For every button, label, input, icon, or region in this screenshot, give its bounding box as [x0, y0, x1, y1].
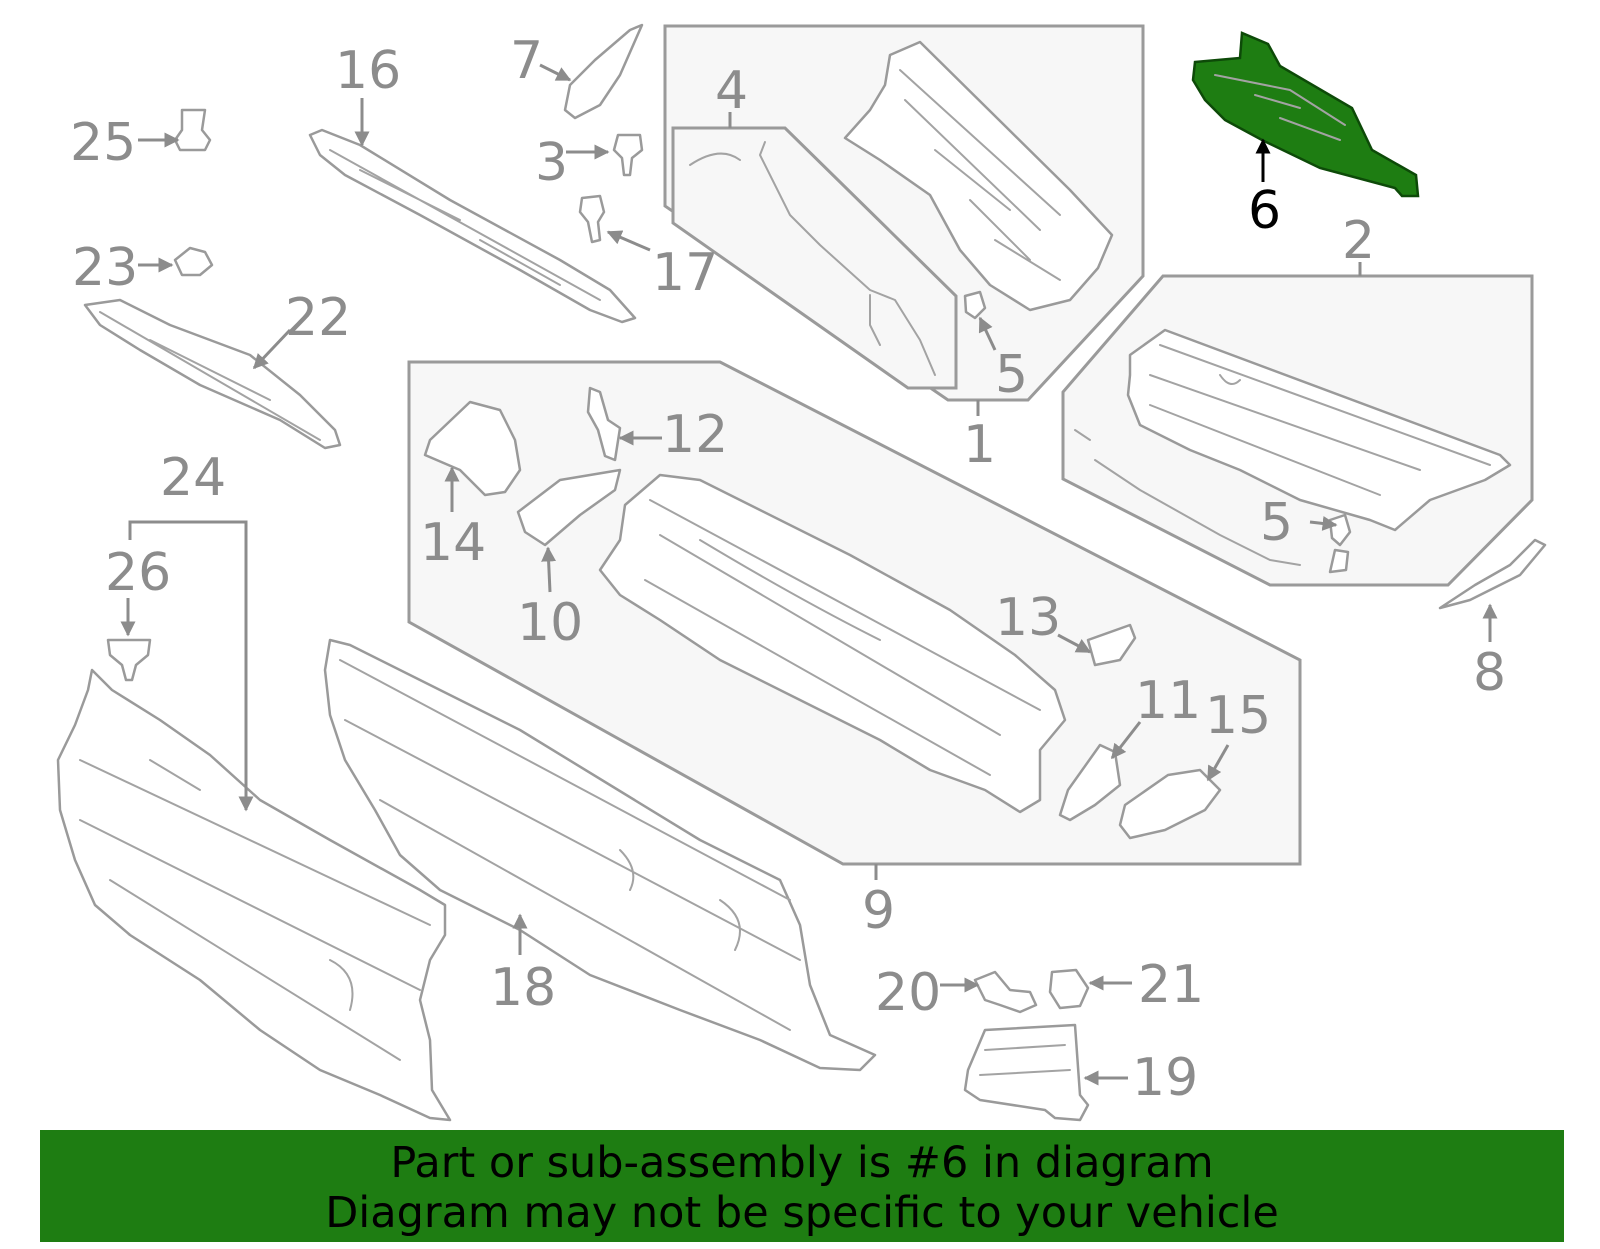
part-2-hose — [1074, 429, 1301, 566]
label-3: 3 — [535, 133, 568, 193]
part-3-clip[interactable] — [612, 133, 644, 177]
part-22-detail — [99, 311, 321, 441]
part-1-detail — [899, 69, 1061, 281]
leader-15 — [1206, 744, 1230, 782]
label-14: 14 — [420, 513, 486, 573]
leader-13 — [1057, 633, 1092, 654]
label-17: 17 — [652, 243, 718, 303]
label-5b: 5 — [1260, 493, 1293, 553]
part-5-plug-a[interactable] — [963, 290, 987, 320]
part-8[interactable] — [1438, 538, 1547, 610]
label-21: 21 — [1138, 955, 1204, 1015]
label-4: 4 — [715, 61, 748, 121]
leader-10 — [541, 546, 557, 593]
label-26: 26 — [105, 543, 171, 603]
label-9: 9 — [862, 881, 895, 941]
part-24-insulator[interactable] — [56, 668, 452, 1122]
part-14[interactable] — [423, 400, 522, 497]
part-2-detail — [1149, 344, 1491, 496]
part-19-detail — [979, 1044, 1071, 1076]
leader-5b — [1309, 516, 1338, 531]
label-15: 15 — [1205, 686, 1271, 746]
label-10: 10 — [517, 593, 583, 653]
label-13: 13 — [995, 588, 1061, 648]
label-2: 2 — [1342, 211, 1375, 271]
label-8: 8 — [1473, 643, 1506, 703]
label-19: 19 — [1132, 1048, 1198, 1108]
label-25: 25 — [70, 113, 136, 173]
part-7[interactable] — [563, 23, 644, 120]
label-20: 20 — [875, 963, 941, 1023]
label-6-highlighted: 6 — [1248, 181, 1281, 241]
part-16-detail — [329, 149, 601, 301]
part-13[interactable] — [1086, 623, 1137, 667]
label-16: 16 — [335, 41, 401, 101]
info-banner: Part or sub-assembly is #6 in diagram Di… — [40, 1130, 1564, 1242]
leader-11 — [1110, 721, 1142, 760]
part-6-detail — [1214, 74, 1346, 141]
group-box-4 — [671, 126, 958, 390]
part-17-bolt[interactable] — [578, 194, 606, 244]
part-23-nut[interactable] — [173, 246, 214, 277]
part-12[interactable] — [586, 386, 622, 462]
part-18-detail — [339, 659, 801, 1031]
label-18: 18 — [490, 958, 556, 1018]
part-9-detail — [644, 499, 1041, 776]
label-7: 7 — [510, 31, 543, 91]
part-22[interactable] — [83, 298, 342, 450]
label-1: 1 — [963, 415, 996, 475]
label-5a: 5 — [995, 345, 1028, 405]
part-1-cowl[interactable] — [843, 40, 1114, 312]
banner-line-1: Part or sub-assembly is #6 in diagram — [390, 1138, 1214, 1188]
leader-5a — [978, 316, 997, 351]
label-23: 23 — [72, 238, 138, 298]
part-5-bracket-b[interactable] — [1328, 548, 1350, 574]
part-9-cowl-panel[interactable] — [598, 473, 1067, 814]
leader-24 — [128, 520, 254, 812]
label-12: 12 — [662, 405, 728, 465]
part-11[interactable] — [1058, 743, 1122, 822]
part-6-highlighted[interactable] — [1191, 31, 1420, 198]
part-10[interactable] — [516, 468, 622, 547]
part-21-nut[interactable] — [1048, 968, 1090, 1010]
part-26-clip[interactable] — [106, 638, 152, 682]
label-24: 24 — [160, 448, 226, 508]
banner-line-2: Diagram may not be specific to your vehi… — [325, 1188, 1279, 1238]
leader-7 — [539, 63, 572, 82]
part-25-clip[interactable] — [173, 108, 212, 152]
part-24-detail — [79, 759, 431, 1061]
part-20-bolt[interactable] — [973, 970, 1038, 1014]
leader-22 — [252, 328, 292, 370]
leader-17 — [606, 230, 651, 252]
label-22: 22 — [285, 288, 351, 348]
part-15[interactable] — [1118, 768, 1222, 840]
part-4-hose[interactable] — [689, 141, 936, 376]
label-11: 11 — [1135, 671, 1201, 731]
